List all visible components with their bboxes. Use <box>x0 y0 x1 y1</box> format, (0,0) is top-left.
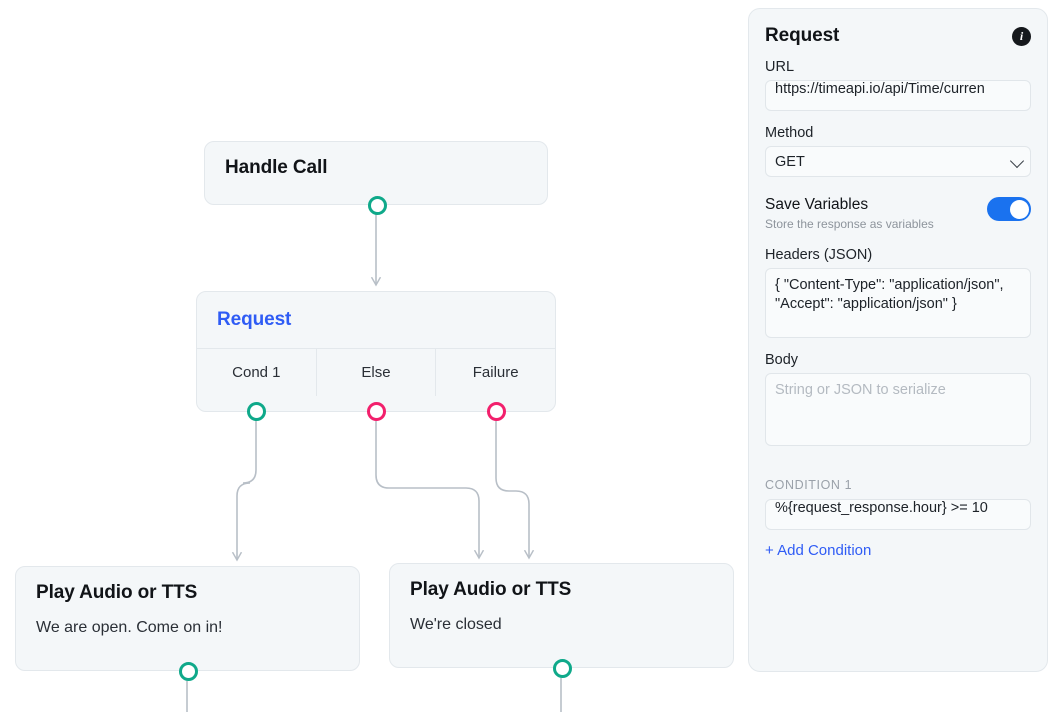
node-output-port-play-audio-closed[interactable] <box>553 659 572 678</box>
url-input[interactable]: https://timeapi.io/api/Time/curren <box>765 80 1031 111</box>
flow-node-title: Play Audio or TTS <box>410 579 572 600</box>
condition-label: CONDITION 1 <box>765 478 853 492</box>
method-label: Method <box>765 125 814 141</box>
flow-canvas[interactable]: Handle Call Request Cond 1 Else Failure … <box>0 0 748 712</box>
body-label: Body <box>765 352 799 368</box>
body-textarea[interactable]: String or JSON to serialize <box>765 373 1031 446</box>
node-output-port-else[interactable] <box>367 402 386 421</box>
flow-node-request[interactable]: Request Cond 1 Else Failure <box>196 291 556 412</box>
branch-else[interactable]: Else <box>317 349 437 396</box>
url-label: URL <box>765 59 795 75</box>
toggle-knob <box>1009 199 1029 219</box>
node-output-port-handle-call[interactable] <box>368 196 387 215</box>
branch-label: Cond 1 <box>232 364 281 381</box>
flow-node-request-branches: Cond 1 Else Failure <box>197 349 555 396</box>
add-condition-button[interactable]: + Add Condition <box>765 542 872 559</box>
flow-node-title: Request <box>217 309 292 330</box>
method-select[interactable]: GET <box>765 146 1031 177</box>
method-field-group: Method GET <box>765 125 1031 177</box>
flow-node-play-audio-closed[interactable]: Play Audio or TTS We're closed <box>389 563 734 678</box>
save-variables-toggle[interactable] <box>987 197 1031 221</box>
branch-label: Failure <box>472 364 519 381</box>
branch-label: Else <box>361 364 391 381</box>
headers-label: Headers (JSON) <box>765 247 873 263</box>
node-output-port-failure[interactable] <box>487 402 506 421</box>
node-output-port-cond-1[interactable] <box>247 402 266 421</box>
condition-input[interactable]: %{request_response.hour} >= 10 <box>765 499 1031 530</box>
condition-group: CONDITION 1 %{request_response.hour} >= … <box>765 478 1031 560</box>
url-field-group: URL https://timeapi.io/api/Time/curren <box>765 59 1031 111</box>
flow-node-handle-call[interactable]: Handle Call <box>204 141 548 215</box>
inspector-title: Request <box>765 25 840 46</box>
flow-node-subtitle: We're closed <box>410 616 502 633</box>
save-variables-label: Save Variables <box>765 196 869 213</box>
flow-node-play-audio-open[interactable]: Play Audio or TTS We are open. Come on i… <box>15 566 360 681</box>
branch-cond-1[interactable]: Cond 1 <box>197 349 317 396</box>
info-icon[interactable]: i <box>1012 26 1031 46</box>
headers-textarea[interactable]: { "Content-Type": "application/json", "A… <box>765 268 1031 338</box>
flow-node-subtitle: We are open. Come on in! <box>36 619 223 636</box>
flow-node-title: Handle Call <box>225 157 328 178</box>
headers-field-group: Headers (JSON) { "Content-Type": "applic… <box>765 247 1031 338</box>
body-field-group: Body String or JSON to serialize <box>765 352 1031 446</box>
inspector-header: Request i <box>765 25 1031 47</box>
save-variables-row: Save Variables Store the response as var… <box>765 195 1031 231</box>
save-variables-description: Store the response as variables <box>765 217 934 231</box>
branch-failure[interactable]: Failure <box>436 349 555 396</box>
inspector-panel: Request i URL https://timeapi.io/api/Tim… <box>748 8 1048 672</box>
flow-node-title: Play Audio or TTS <box>36 582 198 603</box>
flow-node-request-header: Request <box>197 292 555 349</box>
method-value: GET <box>775 153 805 170</box>
node-output-port-play-audio-open[interactable] <box>179 662 198 681</box>
